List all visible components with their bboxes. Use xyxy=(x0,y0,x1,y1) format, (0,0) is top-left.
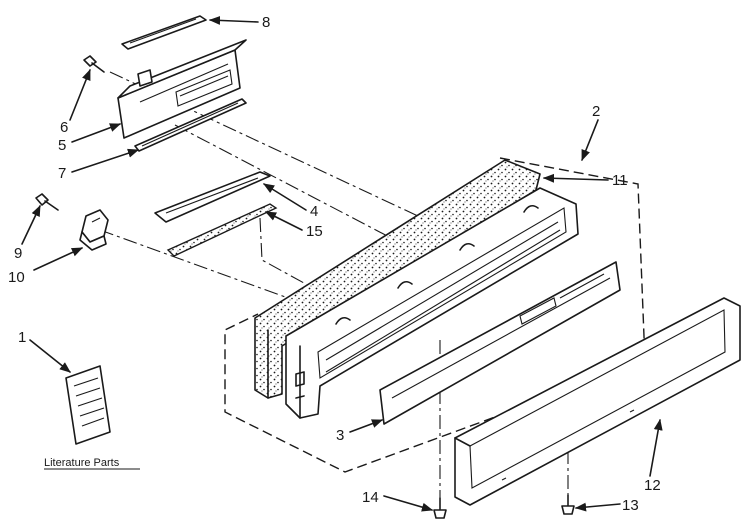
part-11-console-frame xyxy=(285,187,579,419)
callout-8: 8 xyxy=(262,14,270,31)
part-9-screw xyxy=(35,193,59,211)
part-10-clip xyxy=(79,209,109,251)
callout-15: 15 xyxy=(306,223,323,240)
callout-9: 9 xyxy=(14,245,22,262)
callout-14: 14 xyxy=(362,489,379,506)
callout-5: 5 xyxy=(58,137,66,154)
assembly-boundary-dashed xyxy=(224,157,646,473)
callout-1: 1 xyxy=(18,329,26,346)
callout-4: 4 xyxy=(310,203,318,220)
part-8-gasket-strip xyxy=(121,15,207,50)
callout-10: 10 xyxy=(8,269,25,286)
part-2-door-panel xyxy=(254,159,541,399)
callout-3: 3 xyxy=(336,427,344,444)
literature-parts-caption: Literature Parts xyxy=(44,457,120,469)
callout-11: 11 xyxy=(612,172,628,189)
part-15-foam-strip xyxy=(166,203,278,257)
part-5-bracket xyxy=(117,39,247,139)
callout-12: 12 xyxy=(644,477,661,494)
callout-2: 2 xyxy=(592,103,600,120)
part-3-control-overlay xyxy=(379,261,621,425)
part-4-plate xyxy=(154,171,271,223)
part-14-screw xyxy=(433,497,447,519)
part-12-console-trim xyxy=(454,297,741,506)
callout-13: 13 xyxy=(622,497,639,514)
part-13-screw xyxy=(561,494,575,515)
callout-7: 7 xyxy=(58,165,66,182)
callout-labels: 8 6 5 7 4 15 2 11 9 10 1 3 12 13 14 xyxy=(8,14,661,514)
leader-lines xyxy=(21,15,663,512)
part-6-screw xyxy=(83,55,105,73)
part-1-literature xyxy=(65,365,111,445)
callout-6: 6 xyxy=(60,119,68,136)
